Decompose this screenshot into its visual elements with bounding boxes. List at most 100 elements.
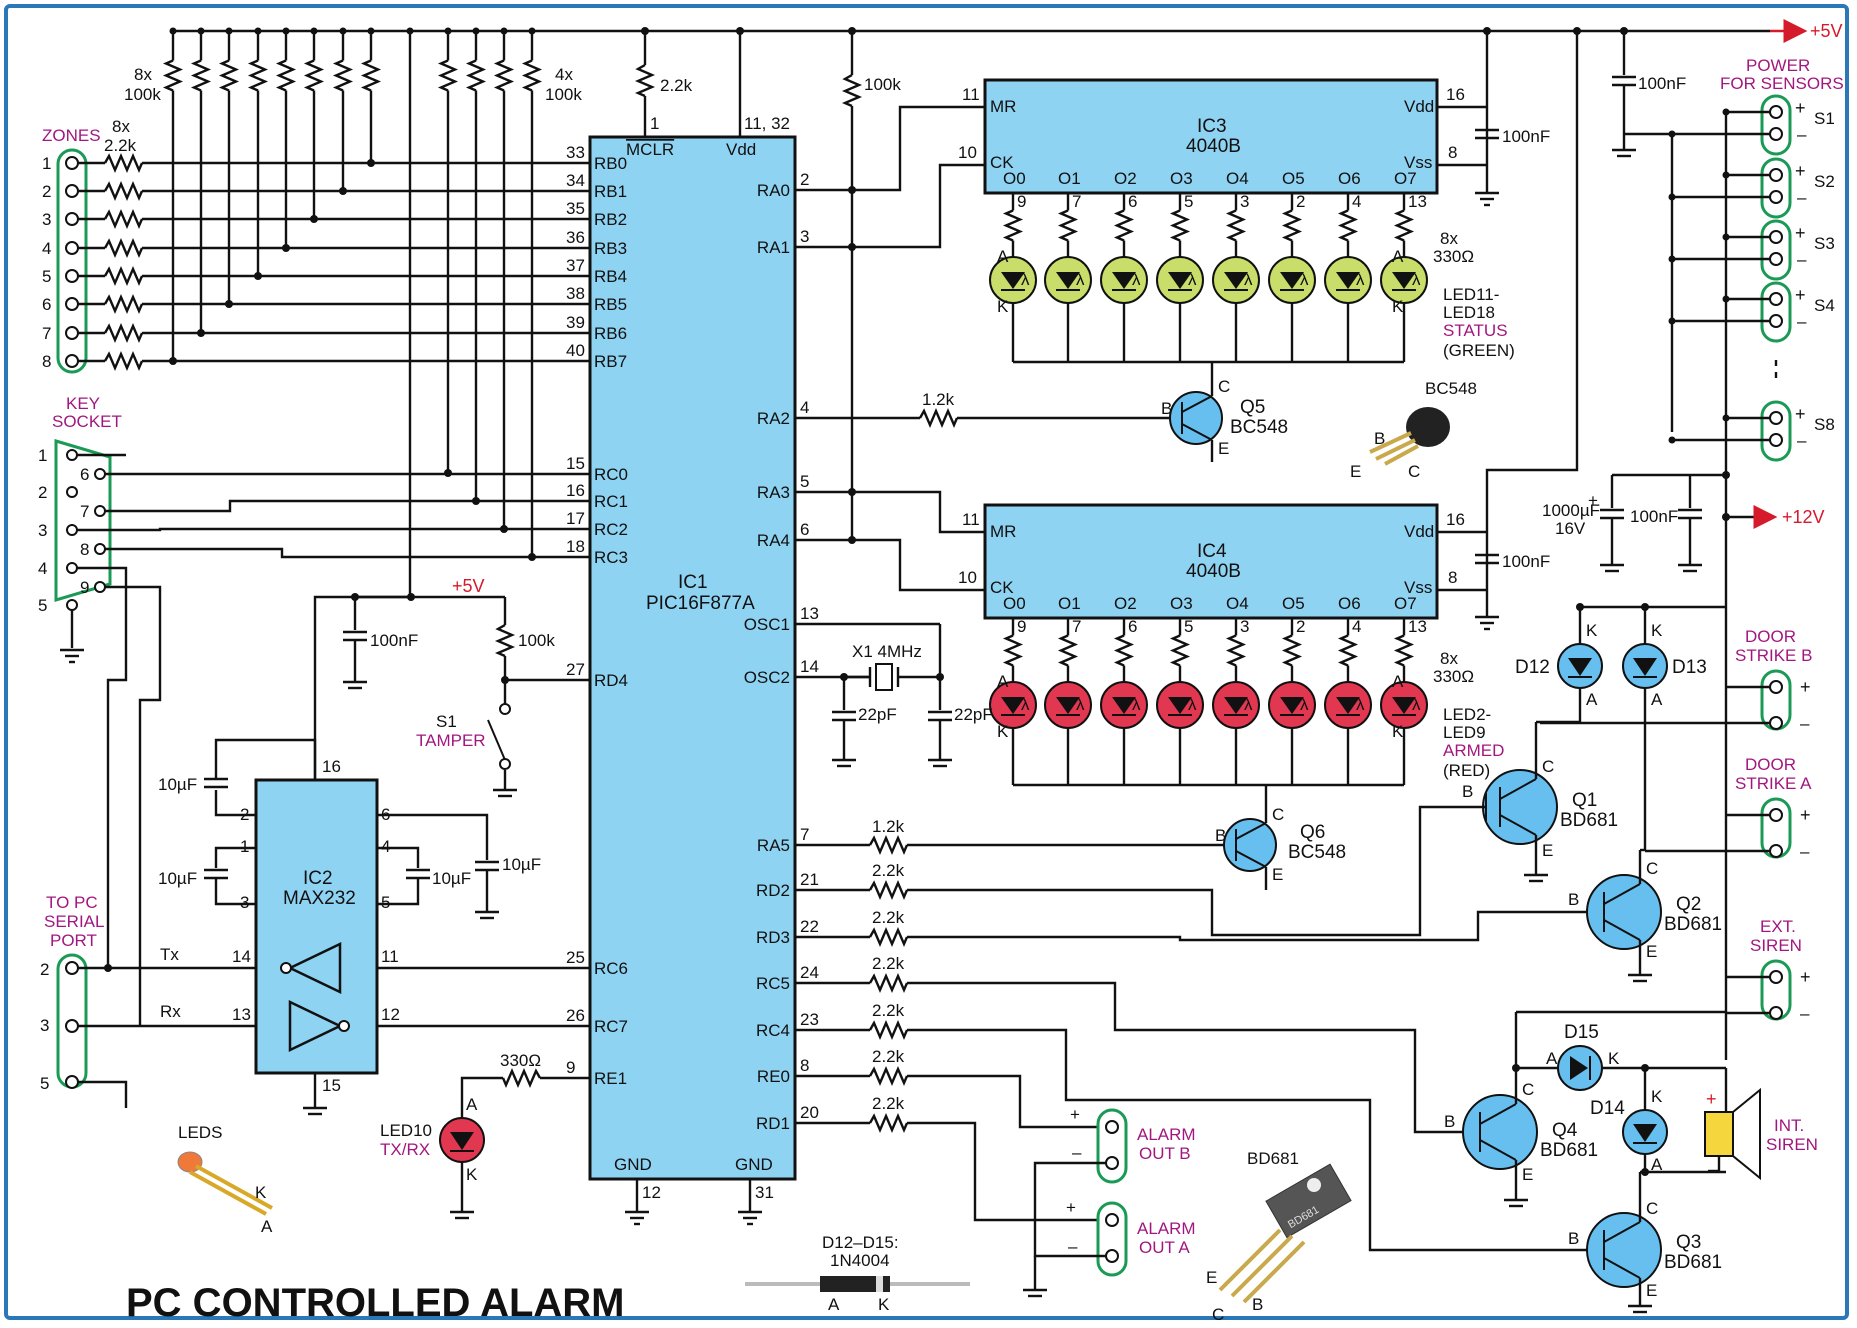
counter-output-number: 2 bbox=[1296, 617, 1305, 636]
zone-number: 5 bbox=[42, 267, 51, 286]
resistor bbox=[162, 59, 184, 92]
r8x100k-label: 8x bbox=[134, 65, 152, 84]
ic4-ck-num: 10 bbox=[958, 568, 977, 587]
zone-number: 3 bbox=[42, 210, 51, 229]
plus5v-rail: +5V bbox=[170, 19, 1843, 43]
zone-number: 4 bbox=[42, 239, 51, 258]
resistor bbox=[868, 1019, 909, 1041]
status-led-color: (GREEN) bbox=[1443, 341, 1515, 360]
led-sketch-k: K bbox=[255, 1183, 267, 1202]
zone-contact bbox=[65, 354, 79, 368]
ic1-pin-number: 23 bbox=[800, 1010, 819, 1029]
resistor bbox=[1057, 209, 1079, 242]
armed-led-color: (RED) bbox=[1443, 761, 1490, 780]
led-lambda: λ bbox=[1021, 270, 1030, 289]
led-lambda: λ bbox=[1412, 270, 1421, 289]
key-socket: KEY SOCKET bbox=[52, 394, 122, 603]
ic1-pin-name: RC5 bbox=[756, 974, 790, 993]
ic3-mr-pin: MR bbox=[990, 97, 1016, 116]
armed-led-labels: 8x 330Ω LED2- LED9 ARMED (RED) bbox=[1433, 649, 1504, 780]
counter-output-number: 9 bbox=[1017, 192, 1026, 211]
ic2-name: IC2 bbox=[303, 868, 333, 889]
ic1-pin-name: RB4 bbox=[594, 267, 627, 286]
ic3-vss-num: 8 bbox=[1448, 143, 1457, 162]
ic1-pin-name: RE1 bbox=[594, 1069, 627, 1088]
ic3-mr-num: 11 bbox=[962, 85, 980, 104]
q5-emitter-letter: E bbox=[1218, 439, 1229, 458]
ic1-body bbox=[588, 135, 797, 1181]
sensor-name: S4 bbox=[1814, 296, 1835, 315]
ic2-pin: 14 bbox=[232, 947, 251, 966]
led-sketch: LEDS K A bbox=[177, 1123, 273, 1236]
power-sensors-label: FOR SENSORS bbox=[1720, 74, 1844, 93]
d12-name: D12 bbox=[1515, 657, 1550, 678]
driver-resistors: 2.2k2.2k2.2k2.2k2.2k2.2k bbox=[795, 861, 909, 1134]
key-socket-contact bbox=[94, 581, 106, 593]
mclr-resistor-value: 2.2k bbox=[660, 76, 693, 95]
counter-output-name: O4 bbox=[1226, 169, 1249, 188]
counter-output-name: O3 bbox=[1170, 169, 1193, 188]
q3-base-letter: B bbox=[1568, 1229, 1579, 1248]
osc-cap-value: 22pF bbox=[954, 705, 993, 724]
resistor bbox=[1225, 209, 1247, 242]
ic4-vss-num: 8 bbox=[1448, 568, 1457, 587]
resistor bbox=[332, 59, 354, 92]
bc548-sketch-label: BC548 bbox=[1425, 379, 1477, 398]
plus12v-supply: + 1000µF 16V 100nF bbox=[1542, 471, 1730, 573]
ic1-pin-name: RD4 bbox=[594, 671, 628, 690]
sensor-minus: – bbox=[1797, 312, 1807, 331]
ic1-pin-name: RB3 bbox=[594, 239, 627, 258]
r8x330-value: 330Ω bbox=[1433, 667, 1474, 686]
sensor-terminal bbox=[1760, 400, 1792, 462]
ic1-pin-name: RE0 bbox=[757, 1067, 790, 1086]
ic1-pin-name: RB2 bbox=[594, 210, 627, 229]
key-socket-contact bbox=[94, 505, 106, 517]
counter-output-number: 9 bbox=[1017, 617, 1026, 636]
pump-cap-value: 10µF bbox=[502, 855, 541, 874]
q5-part: BC548 bbox=[1230, 417, 1288, 438]
sensor-minus: – bbox=[1797, 188, 1807, 207]
bc548-sketch-c: C bbox=[1408, 462, 1420, 481]
output-label: SIREN bbox=[1750, 936, 1802, 955]
ic1-pin-number: 7 bbox=[800, 825, 809, 844]
r8x330-label: 8x bbox=[1440, 649, 1458, 668]
led-lambda: λ bbox=[1412, 695, 1421, 714]
q6-transistor: B C E Q6 BC548 bbox=[1215, 785, 1346, 890]
ic1-ground bbox=[625, 1179, 762, 1226]
resistor bbox=[1169, 209, 1191, 242]
r12k-value: 1.2k bbox=[872, 817, 905, 836]
driver-resistor-value: 2.2k bbox=[872, 908, 905, 927]
key-socket-contact bbox=[66, 486, 78, 498]
zone-contact bbox=[65, 297, 79, 311]
sensor-plus: + bbox=[1795, 285, 1806, 305]
q1-base-letter: B bbox=[1462, 782, 1473, 801]
zone-contact bbox=[65, 184, 79, 198]
diode-sketch: D12–D15: 1N4004 A K bbox=[745, 1233, 970, 1314]
r8x330-value: 330Ω bbox=[1433, 247, 1474, 266]
ic1-pin-name: RB0 bbox=[594, 154, 627, 173]
int-siren-cone bbox=[1732, 1087, 1761, 1181]
resistor bbox=[103, 237, 144, 259]
ic1-pin-number: 21 bbox=[800, 870, 819, 889]
counter-output-name: O5 bbox=[1282, 169, 1305, 188]
ic2-pin: 4 bbox=[381, 837, 390, 856]
tx-driver-buffer bbox=[287, 942, 342, 994]
q2-name: Q2 bbox=[1676, 894, 1701, 915]
resistor bbox=[868, 1065, 909, 1087]
ic1-pin-number: 4 bbox=[800, 398, 809, 417]
sensor-plus: + bbox=[1795, 98, 1806, 118]
led-lambda: λ bbox=[1132, 270, 1141, 289]
resistor bbox=[103, 322, 144, 344]
key-socket-label-2: SOCKET bbox=[52, 412, 122, 431]
led-anode-letter: A bbox=[1392, 247, 1404, 266]
plus12v-rail: +12V bbox=[1725, 505, 1825, 529]
ic1-pin-number: 35 bbox=[566, 199, 585, 218]
ic1-pic16f877a: IC1 PIC16F877A MCLR 1 Vdd 11, 32 GND GND… bbox=[588, 114, 797, 1202]
resistor bbox=[1113, 209, 1135, 242]
ic1-pin-name: RA1 bbox=[757, 238, 790, 257]
bd681-sketch-b: B bbox=[1252, 1295, 1263, 1314]
counter-output-number: 5 bbox=[1184, 192, 1193, 211]
counter-output-name: O7 bbox=[1394, 169, 1417, 188]
db9-shell bbox=[54, 438, 112, 603]
